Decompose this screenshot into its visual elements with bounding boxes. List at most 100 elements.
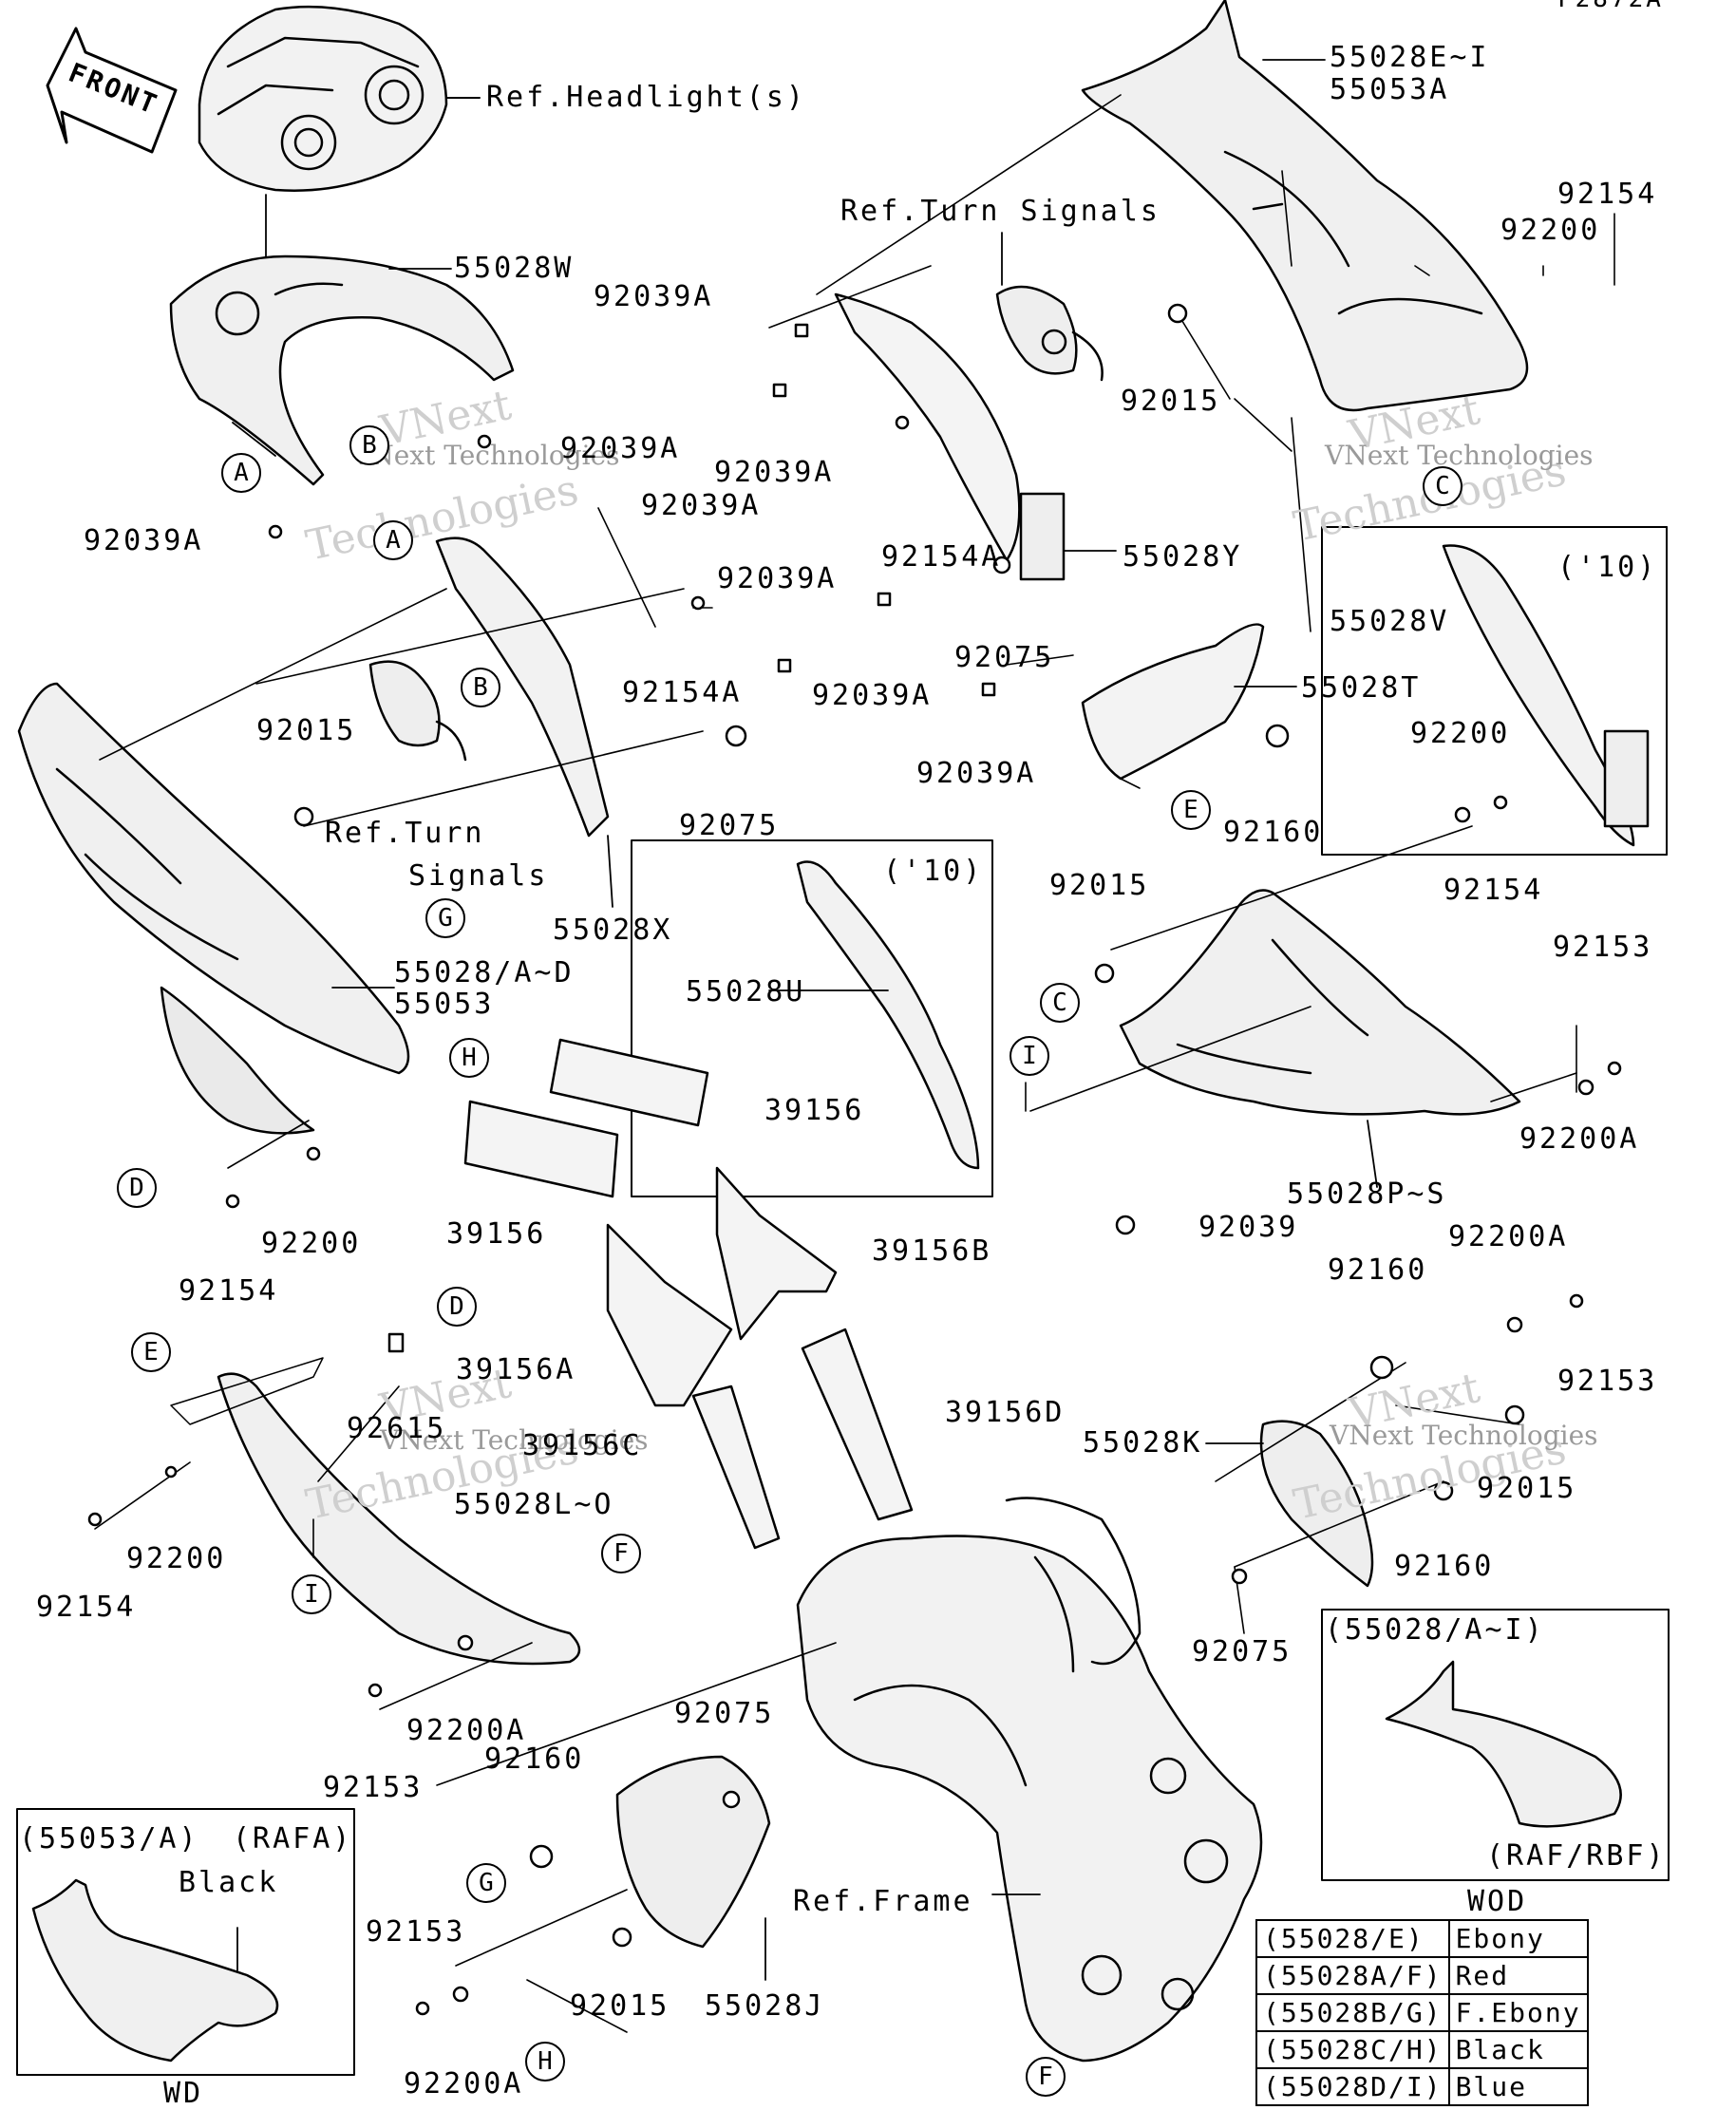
label-55028Y: 55028Y	[1123, 540, 1243, 574]
label-92200A: 92200A	[406, 1714, 527, 1747]
label-year-10: ('10)	[883, 855, 984, 888]
color-legend-table: (55028/E) Ebony (55028A/F) Red (55028B/G…	[1255, 1919, 1589, 2106]
legend-color: Black	[1447, 2030, 1589, 2069]
label-39156: 39156	[764, 1094, 865, 1127]
legend-row: (55028B/G) F.Ebony	[1255, 1993, 1589, 2032]
label-92160: 92160	[1394, 1550, 1495, 1583]
label-92160: 92160	[1223, 816, 1324, 849]
part-55028J	[615, 1755, 771, 1981]
legend-row: (55028A/F) Red	[1255, 1956, 1589, 1995]
callout-C: C	[1423, 466, 1462, 506]
label-92154: 92154	[36, 1591, 137, 1624]
label-92015: 92015	[1049, 869, 1150, 902]
label-wd: WD	[163, 2077, 204, 2110]
label-55028K: 55028K	[1083, 1426, 1203, 1460]
part-55028L-O	[170, 1357, 581, 1666]
label-wod: WOD	[1467, 1885, 1528, 1918]
label-92160: 92160	[484, 1743, 585, 1776]
label-92200A: 92200A	[1519, 1122, 1640, 1156]
label-55028T: 55028T	[1301, 671, 1422, 705]
part-55028P-S	[1119, 889, 1521, 1188]
label-92200: 92200	[126, 1542, 227, 1575]
callout-D: D	[117, 1168, 157, 1208]
label-92039A: 92039A	[84, 524, 204, 557]
label-55028E-I: 55028E~I	[1330, 41, 1490, 74]
label-92075: 92075	[954, 641, 1055, 674]
inset-raf-rbf	[1321, 1609, 1670, 1881]
label-ref-headlight: Ref.Headlight(s)	[486, 81, 806, 114]
legend-color: F.Ebony	[1447, 1993, 1589, 2032]
inset-title-55053-A: (55053/A)	[19, 1822, 199, 1856]
label-92154: 92154	[1557, 178, 1658, 211]
label-92200A: 92200A	[1448, 1220, 1569, 1253]
label-55053A: 55053A	[1330, 73, 1450, 106]
callout-E: E	[1171, 790, 1211, 830]
headlight-assembly	[198, 5, 481, 286]
turn-signal-upper	[995, 232, 1104, 382]
legend-row: (55028D/I) Blue	[1255, 2067, 1589, 2106]
label-92039A: 92039A	[641, 489, 762, 522]
label-39156B: 39156B	[872, 1234, 992, 1268]
part-55028-inner-right	[834, 292, 1117, 581]
label-55028L-O: 55028L~O	[454, 1488, 614, 1521]
label-39156C: 39156C	[522, 1429, 643, 1462]
label-55053: 55053	[394, 988, 495, 1021]
label-92039A: 92039A	[812, 679, 933, 712]
label-92154: 92154	[1444, 874, 1544, 907]
inset-rafa	[16, 1808, 355, 2076]
front-arrow-icon	[46, 27, 178, 154]
legend-code: (55028/E)	[1255, 1919, 1450, 1958]
label-55028P-S: 55028P~S	[1287, 1177, 1447, 1211]
foam-pads	[463, 1038, 914, 1550]
callout-I: I	[1010, 1036, 1049, 1076]
label-ref-turn-signals: Ref.Turn Signals	[840, 195, 1160, 228]
callout-B: B	[461, 668, 500, 707]
part-55028W	[169, 254, 515, 486]
part-55028X	[435, 537, 613, 908]
label-92154A: 92154A	[881, 540, 1002, 574]
inset-variant-raf-rbf: (RAF/RBF)	[1486, 1839, 1667, 1873]
callout-F: F	[601, 1534, 641, 1573]
label-92153: 92153	[1553, 931, 1653, 964]
label-92200: 92200	[261, 1227, 362, 1260]
diagram-code: F2872A	[1557, 0, 1664, 11]
callout-D: D	[437, 1287, 477, 1327]
label-39156D: 39156D	[945, 1396, 1066, 1429]
callout-H: H	[525, 2042, 565, 2082]
label-92200A: 92200A	[404, 2067, 524, 2101]
label-92015: 92015	[570, 1989, 670, 2023]
label-39156: 39156	[446, 1217, 547, 1251]
legend-code: (55028B/G)	[1255, 1993, 1450, 2032]
label-92075: 92075	[679, 809, 780, 842]
label-signals: Signals	[408, 859, 549, 893]
label-92039A: 92039A	[714, 456, 835, 489]
label-92039A: 92039A	[717, 562, 838, 595]
part-55028-A-D-main-cowl	[17, 682, 410, 1135]
label-ref-frame: Ref.Frame	[793, 1885, 973, 1918]
label-92039A: 92039A	[916, 757, 1037, 790]
label-92015: 92015	[1121, 385, 1221, 418]
label-92075: 92075	[1192, 1635, 1293, 1668]
label-92200: 92200	[1410, 717, 1511, 750]
legend-code: (55028A/F)	[1255, 1956, 1450, 1995]
callout-I: I	[292, 1574, 331, 1614]
legend-color: Red	[1447, 1956, 1589, 1995]
frame-assembly	[796, 1497, 1263, 2063]
label-39156A: 39156A	[456, 1353, 576, 1386]
inset-variant-rafa: (RAFA)	[233, 1822, 353, 1856]
inset-title-55028-A-I: (55028/A~I)	[1325, 1613, 1545, 1647]
legend-code: (55028C/H)	[1255, 2030, 1450, 2069]
label-55028X: 55028X	[553, 914, 673, 947]
callout-B: B	[349, 425, 389, 465]
label-92154: 92154	[179, 1274, 279, 1308]
label-92039: 92039	[1198, 1211, 1299, 1244]
label-ref-turn: Ref.Turn	[325, 817, 485, 850]
legend-code: (55028D/I)	[1255, 2067, 1450, 2106]
inset-color-black: Black	[179, 1866, 279, 1899]
label-92015: 92015	[1477, 1472, 1577, 1505]
callout-H: H	[449, 1038, 489, 1078]
part-55028V	[1321, 526, 1668, 856]
label-55028J: 55028J	[705, 1989, 825, 2023]
legend-color: Ebony	[1447, 1919, 1589, 1958]
